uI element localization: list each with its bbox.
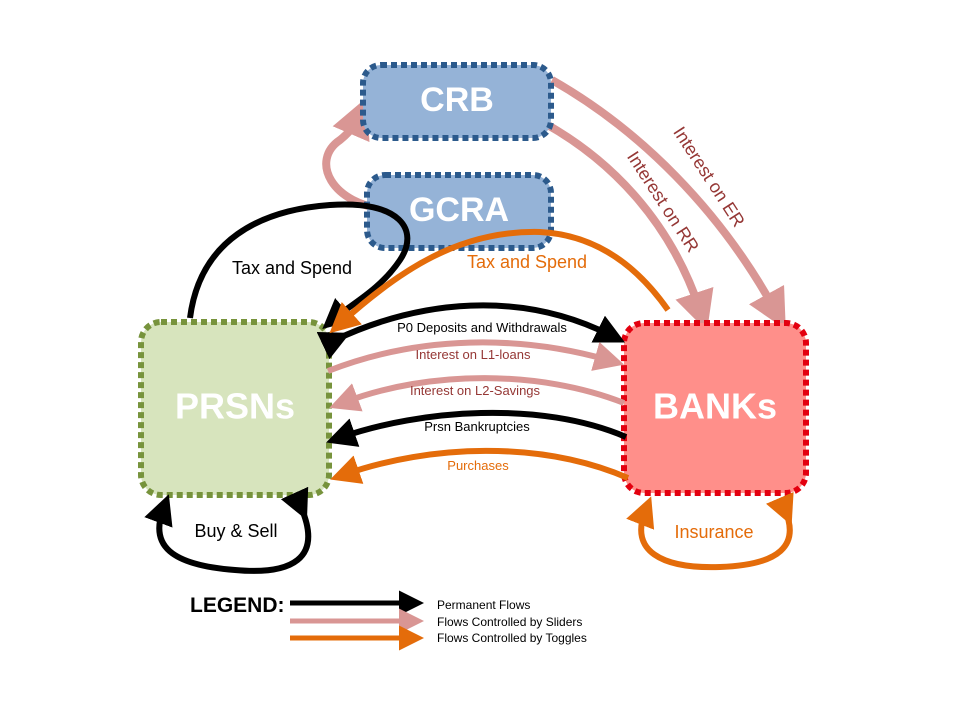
crb-label: CRB [420, 81, 494, 119]
prsns-node: PRSNs [138, 319, 332, 498]
legend-toggle-label: Flows Controlled by Toggles [437, 631, 587, 645]
purchases-label: Purchases [447, 458, 509, 473]
banks-node: BANKs [621, 320, 809, 496]
tax-spend-orange-label: Tax and Spend [467, 252, 587, 272]
banks-label: BANKs [653, 386, 777, 427]
interest-l1-arrow [326, 339, 625, 374]
interest-rr-arrow [544, 120, 714, 332]
legend: LEGEND: Permanent Flows Flows Controlled… [190, 590, 587, 651]
legend-slider-label: Flows Controlled by Sliders [437, 615, 582, 629]
insurance-label: Insurance [674, 522, 753, 542]
interest-l2-label: Interest on L2-Savings [410, 383, 541, 398]
interest-l1-label: Interest on L1-loans [416, 347, 531, 362]
gcra-node: GCRA [364, 172, 554, 251]
interest-l2-arrow [329, 375, 626, 412]
p0-deposits-arrow [316, 302, 626, 360]
crb-node: CRB [360, 62, 554, 141]
insurance-arrow [626, 491, 794, 571]
prsns-label: PRSNs [175, 386, 295, 427]
tax-spend-black-label: Tax and Spend [232, 258, 352, 278]
prsn-bankruptcies-label: Prsn Bankruptcies [424, 419, 530, 434]
legend-permanent-label: Permanent Flows [437, 598, 530, 612]
gcra-to-crb-arrow [322, 97, 391, 214]
interest-er-arrow [550, 76, 786, 330]
buy-sell-label: Buy & Sell [194, 521, 277, 541]
p0-deposits-label: P0 Deposits and Withdrawals [397, 320, 567, 335]
buy-sell-arrow [144, 486, 312, 574]
prsn-bankruptcies-arrow [326, 409, 628, 447]
purchases-arrow [330, 447, 630, 484]
gcra-label: GCRA [409, 191, 509, 229]
legend-title: LEGEND: [190, 594, 285, 617]
tax-spend-orange-arrow [329, 228, 671, 334]
tax-spend-black-arrow [187, 201, 411, 329]
